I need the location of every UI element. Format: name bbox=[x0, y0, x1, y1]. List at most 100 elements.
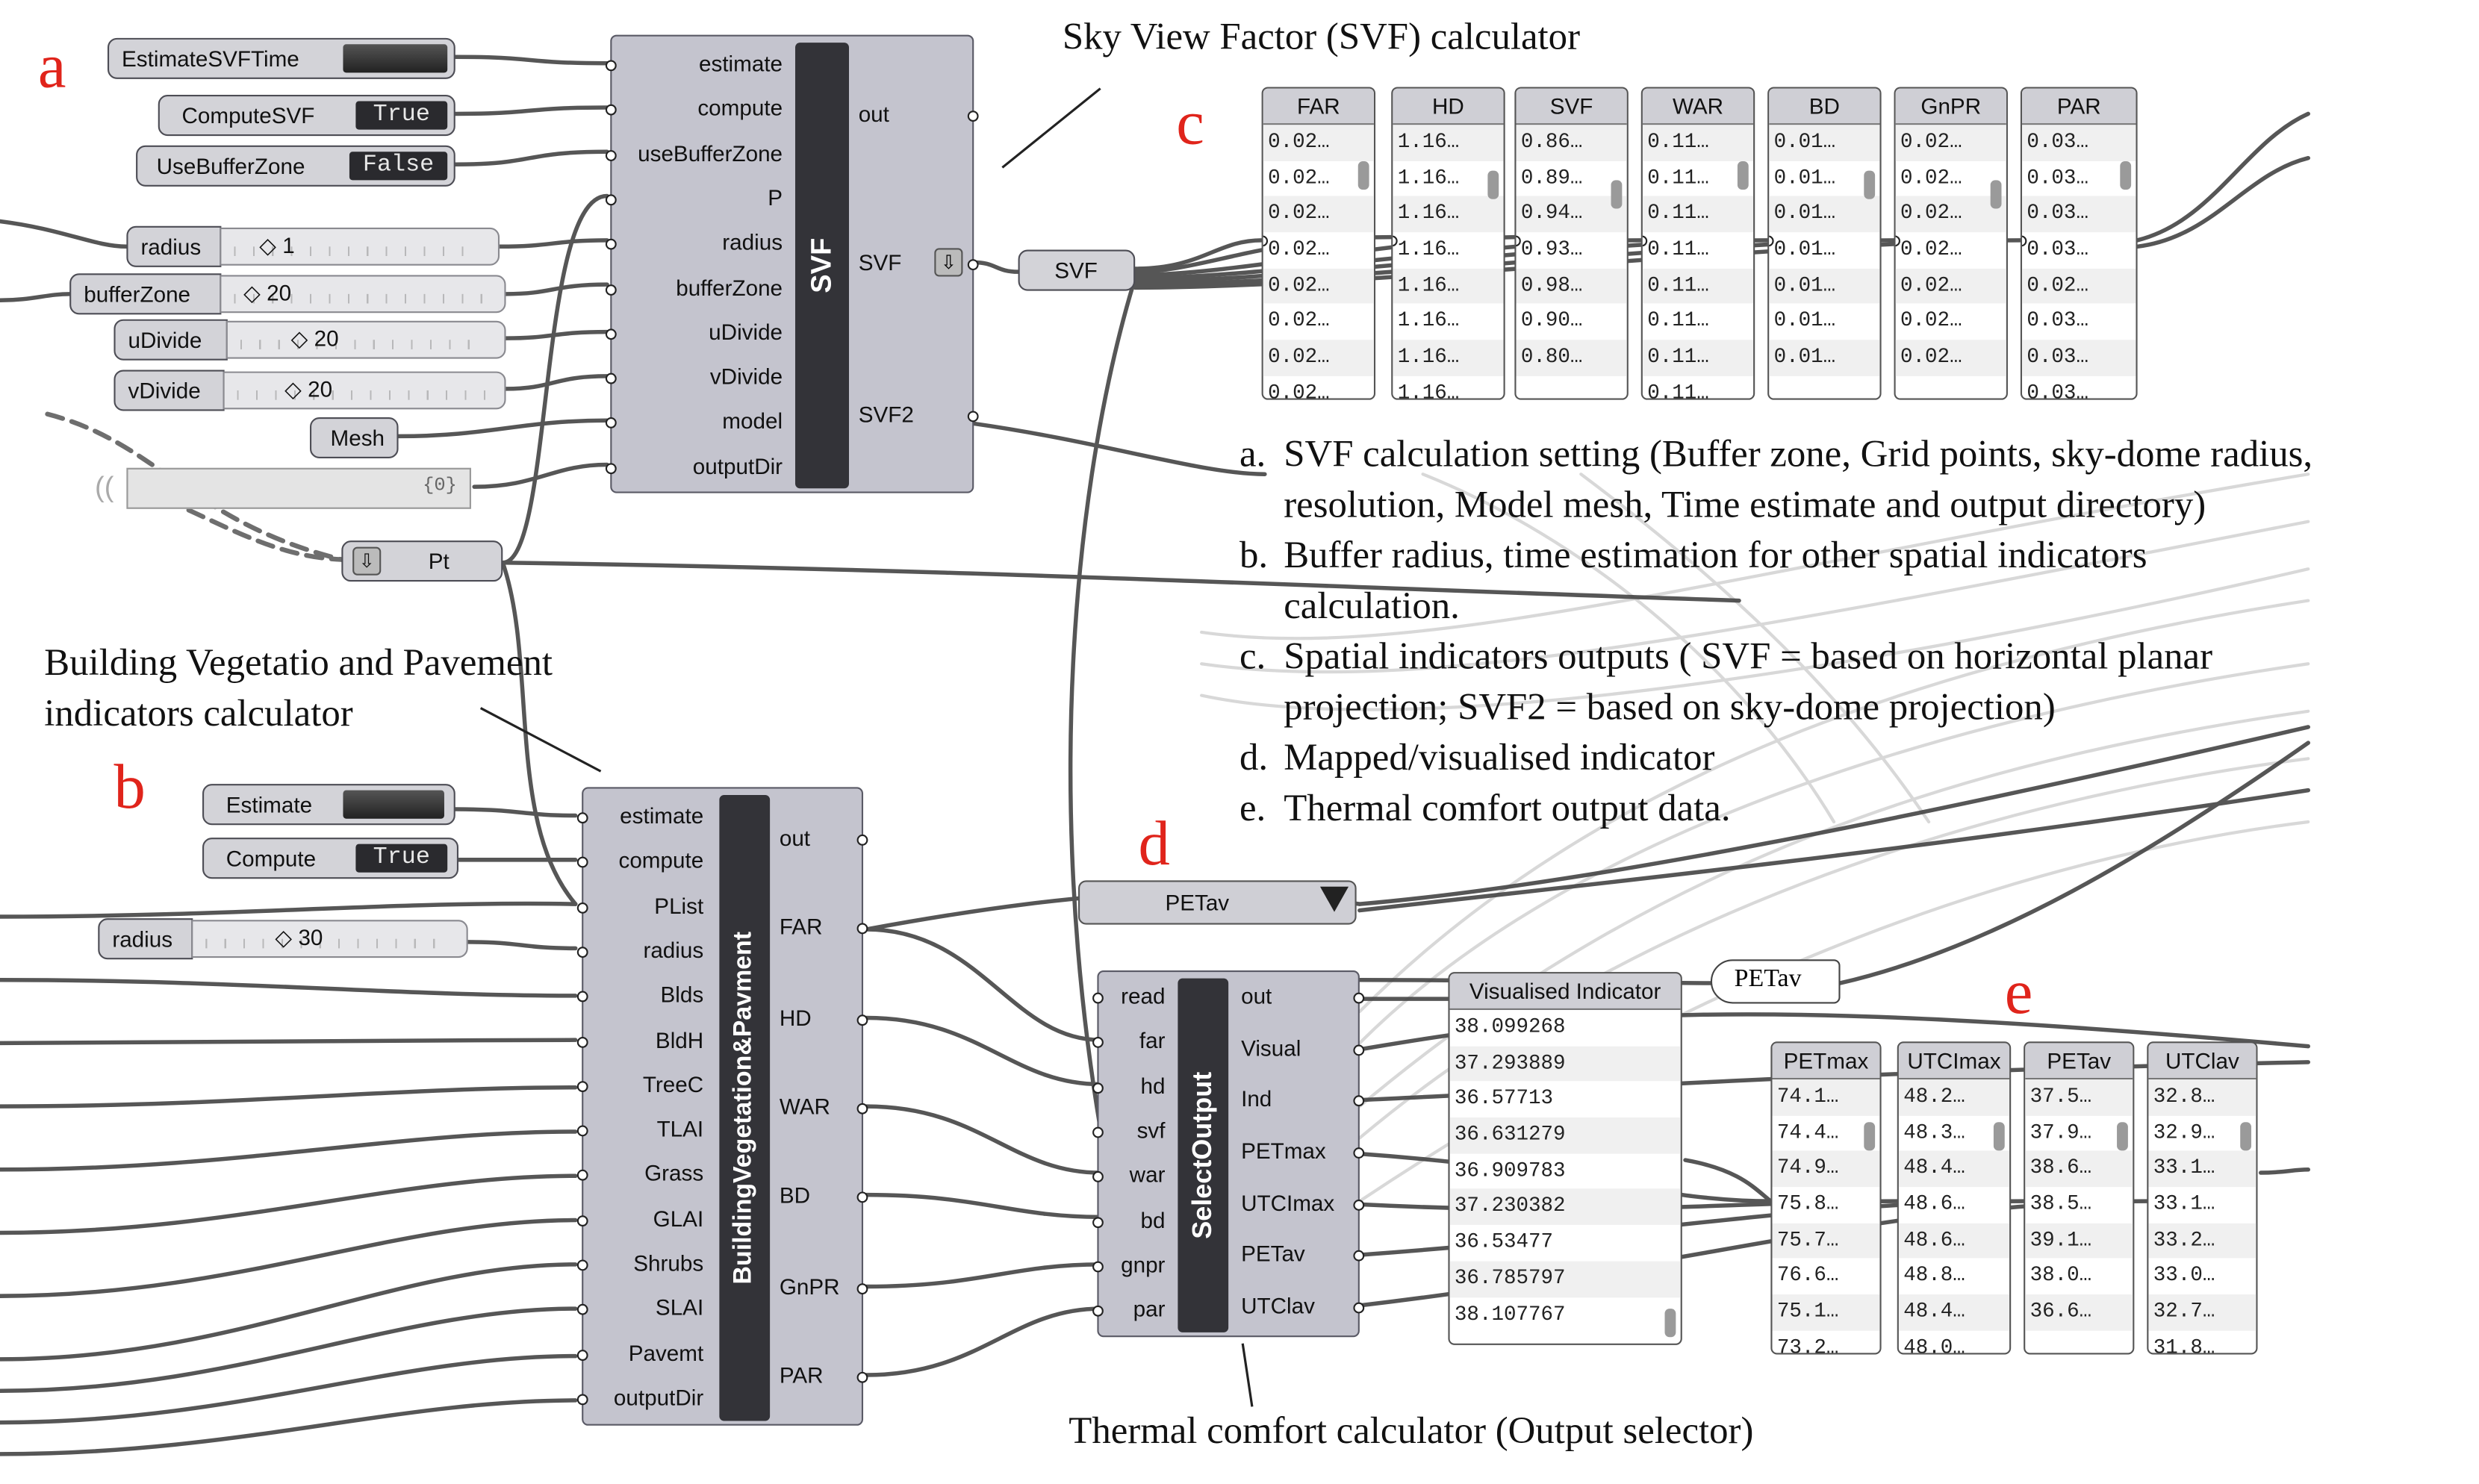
port-grip-gnpr[interactable] bbox=[1092, 1261, 1104, 1272]
port-grip-par[interactable] bbox=[856, 1371, 868, 1383]
port-far-output[interactable]: FAR bbox=[779, 913, 823, 939]
port-grip-p[interactable] bbox=[605, 194, 617, 206]
port-plist-input[interactable]: PList bbox=[654, 892, 704, 918]
port-grip-par[interactable] bbox=[1092, 1306, 1104, 1317]
port-bldh-input[interactable]: BldH bbox=[655, 1026, 704, 1053]
port-grip-far[interactable] bbox=[856, 923, 868, 935]
port-utclav-output[interactable]: UTClav bbox=[1241, 1292, 1315, 1318]
port-glai-input[interactable]: GLAI bbox=[653, 1205, 704, 1231]
compute-svf-toggle[interactable]: ComputeSVF True bbox=[158, 95, 455, 137]
port-grip-usebufferzone[interactable] bbox=[605, 149, 617, 161]
port-outputdir-input[interactable]: outputDir bbox=[692, 453, 783, 478]
port-grip-blds[interactable] bbox=[576, 991, 588, 1003]
port-svf2-output[interactable]: SVF2 bbox=[858, 401, 914, 427]
port-out-output[interactable]: out bbox=[858, 101, 889, 127]
port-grip-treec[interactable] bbox=[576, 1080, 588, 1092]
port-shrubs-input[interactable]: Shrubs bbox=[633, 1250, 704, 1276]
thermal-panel-scrollbar[interactable] bbox=[1864, 1122, 1876, 1151]
svf-relay-param[interactable]: SVF bbox=[1018, 249, 1136, 291]
port-grip-svf2[interactable] bbox=[967, 411, 979, 423]
port-grass-input[interactable]: Grass bbox=[644, 1160, 704, 1186]
compute-svf-value[interactable]: True bbox=[355, 101, 448, 130]
port-estimate-input[interactable]: estimate bbox=[699, 50, 783, 76]
port-grip-compute[interactable] bbox=[605, 105, 617, 116]
vdivide-slider[interactable]: ◇ 20 bbox=[223, 371, 506, 410]
port-hd-output[interactable]: HD bbox=[779, 1005, 812, 1031]
port-grip-utcimax[interactable] bbox=[1353, 1200, 1365, 1211]
bvp-radius-slider[interactable]: ◇ 30 bbox=[191, 920, 468, 958]
bvp-component-core[interactable]: BuildingVegetation&Pavment bbox=[719, 795, 771, 1421]
estimate-svf-time-toggle[interactable]: EstimateSVFTime bbox=[107, 37, 455, 79]
port-udivide-input[interactable]: uDivide bbox=[709, 319, 783, 345]
bvp-radius-slider-track[interactable] bbox=[205, 938, 448, 949]
buffer-zone-slider-track[interactable] bbox=[234, 293, 486, 304]
output-dir-panel[interactable]: {0} bbox=[126, 467, 471, 509]
port-grip-far[interactable] bbox=[1092, 1037, 1104, 1049]
port-estimate-input[interactable]: estimate bbox=[620, 802, 704, 829]
udivide-slider[interactable]: ◇ 20 bbox=[225, 320, 506, 359]
svf-radius-slider[interactable]: ◇ 1 bbox=[220, 227, 500, 266]
port-slai-input[interactable]: SLAI bbox=[655, 1294, 704, 1321]
port-ind-output[interactable]: Ind bbox=[1241, 1085, 1272, 1112]
port-bd-output[interactable]: BD bbox=[779, 1182, 811, 1208]
port-grip-pavemt[interactable] bbox=[576, 1349, 588, 1361]
pt-expand-icon[interactable]: ⇩ bbox=[352, 546, 382, 576]
port-radius-input[interactable]: radius bbox=[722, 229, 783, 255]
use-buffer-zone-value[interactable]: False bbox=[349, 152, 448, 181]
thermal-panel-scrollbar[interactable] bbox=[2240, 1122, 2252, 1151]
svf-output-expand-icon[interactable]: ⇩ bbox=[934, 248, 963, 277]
dropdown-arrow-icon[interactable] bbox=[1319, 886, 1349, 912]
port-utcimax-output[interactable]: UTCImax bbox=[1241, 1190, 1335, 1216]
port-grip-ind[interactable] bbox=[1353, 1095, 1365, 1107]
compute-toggle[interactable]: Compute True bbox=[202, 838, 459, 879]
port-out-output[interactable]: out bbox=[1241, 982, 1272, 1008]
estimate-button[interactable] bbox=[343, 790, 444, 819]
petav-dropdown[interactable]: PETav bbox=[1077, 880, 1357, 925]
port-grip-war[interactable] bbox=[856, 1103, 868, 1114]
port-gnpr-output[interactable]: GnPR bbox=[779, 1273, 840, 1300]
port-usebufferzone-input[interactable]: useBufferZone bbox=[638, 140, 783, 166]
port-grip-udivide[interactable] bbox=[605, 328, 617, 340]
port-grip-out[interactable] bbox=[1353, 992, 1365, 1004]
port-par-input[interactable]: par bbox=[1133, 1296, 1166, 1322]
port-par-output[interactable]: PAR bbox=[779, 1362, 824, 1388]
port-p-input[interactable]: P bbox=[768, 184, 783, 211]
port-grip-out[interactable] bbox=[967, 110, 979, 122]
port-grip-svf[interactable] bbox=[1092, 1126, 1104, 1138]
port-grip-petav[interactable] bbox=[1353, 1250, 1365, 1262]
port-pavemt-input[interactable]: Pavemt bbox=[628, 1339, 704, 1365]
port-gnpr-input[interactable]: gnpr bbox=[1121, 1251, 1166, 1277]
select-output-core[interactable]: SelectOutput bbox=[1178, 978, 1229, 1332]
udivide-slider-track[interactable] bbox=[240, 340, 486, 349]
estimate-toggle[interactable]: Estimate bbox=[202, 784, 455, 826]
panel-scrollbar[interactable] bbox=[1990, 180, 2002, 209]
panel-scrollbar[interactable] bbox=[2120, 160, 2132, 190]
port-petmax-output[interactable]: PETmax bbox=[1241, 1138, 1326, 1164]
port-grip-petmax[interactable] bbox=[1353, 1147, 1365, 1159]
port-bd-input[interactable]: bd bbox=[1140, 1206, 1166, 1232]
panel-scrollbar[interactable] bbox=[1737, 160, 1749, 190]
use-buffer-zone-toggle[interactable]: UseBufferZone False bbox=[136, 145, 455, 187]
port-svf-output[interactable]: SVF bbox=[858, 249, 902, 275]
svf-component-core[interactable]: SVF bbox=[795, 43, 849, 489]
port-grip-out[interactable] bbox=[856, 834, 868, 846]
port-grip-vdivide[interactable] bbox=[605, 372, 617, 384]
port-grip-grass[interactable] bbox=[576, 1170, 588, 1182]
port-grip-tlai[interactable] bbox=[576, 1125, 588, 1137]
port-grip-compute[interactable] bbox=[576, 857, 588, 869]
port-grip-bufferzone[interactable] bbox=[605, 284, 617, 295]
port-grip-slai[interactable] bbox=[576, 1304, 588, 1316]
panel-scrollbar[interactable] bbox=[1864, 170, 1876, 199]
port-war-output[interactable]: WAR bbox=[779, 1094, 830, 1120]
pt-param[interactable]: ⇩ Pt bbox=[341, 540, 503, 582]
port-model-input[interactable]: model bbox=[722, 408, 783, 434]
